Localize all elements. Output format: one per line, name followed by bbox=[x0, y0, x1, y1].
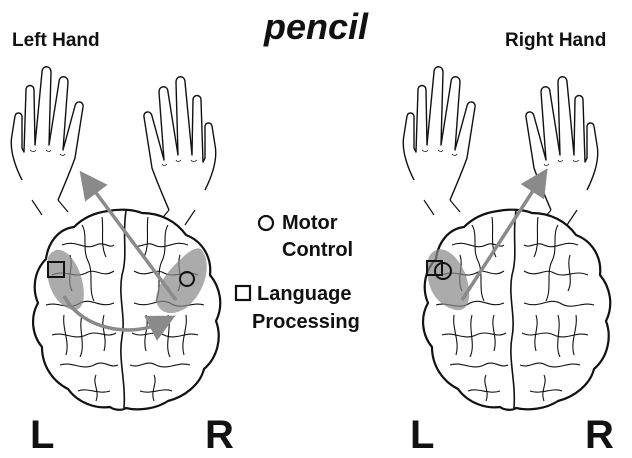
legend-motor-label-line1: Motor bbox=[282, 211, 338, 235]
right-panel-right-hand-drawing bbox=[526, 77, 598, 225]
right-panel-brain-drawing bbox=[423, 210, 610, 410]
left-panel-hemisphere-r-label: R bbox=[205, 413, 234, 458]
legend-language-label-line2: Processing bbox=[252, 310, 360, 334]
legend-language-square-icon bbox=[236, 286, 250, 300]
right-panel-hemisphere-r-label: R bbox=[585, 413, 614, 458]
left-panel-hemisphere-l-label: L bbox=[30, 413, 54, 458]
right-panel-left-hand-drawing bbox=[403, 67, 475, 215]
right-panel bbox=[403, 67, 610, 410]
legend-language-label-line1: Language bbox=[257, 282, 351, 306]
legend-motor-label-line2: Control bbox=[282, 238, 353, 262]
left-panel bbox=[11, 67, 220, 410]
right-panel-hemisphere-l-label: L bbox=[410, 413, 434, 458]
right-panel-hand-label: Right Hand bbox=[505, 30, 606, 52]
left-panel-right-hand-drawing bbox=[144, 77, 216, 225]
left-panel-brain-drawing bbox=[33, 210, 220, 410]
legend-motor-circle-icon bbox=[259, 216, 273, 230]
left-panel-left-hand-drawing bbox=[11, 67, 83, 215]
left-panel-hand-label: Left Hand bbox=[12, 30, 100, 52]
